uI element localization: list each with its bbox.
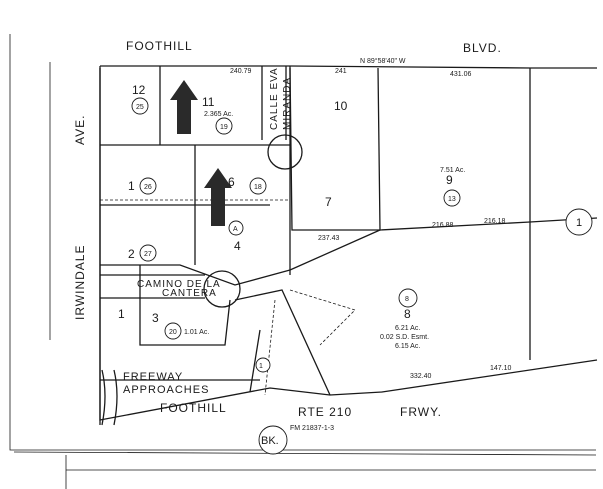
dimension: 240.79	[230, 68, 252, 75]
area-lot3: 1.01 Ac.	[184, 329, 209, 336]
lot-number: 12	[132, 83, 146, 97]
footnote: FM 21837-1-3	[290, 425, 334, 432]
parcel-number: 1	[259, 363, 263, 370]
parcel-number: 13	[448, 196, 456, 203]
parcel-circle	[443, 189, 461, 207]
dimension: 241	[335, 68, 347, 75]
lot-line-l	[234, 289, 331, 396]
parcel-circle	[228, 220, 244, 236]
parcel-circle	[164, 322, 182, 340]
rte-label: RTE 210	[298, 405, 352, 419]
parcel-circle	[398, 288, 418, 308]
parcel-number: 25	[136, 104, 144, 111]
foothill-blvd-line	[100, 65, 597, 69]
lot-number: 1	[118, 307, 125, 321]
bearing-top: N 89°58'40" W	[360, 57, 406, 65]
lot-number: 8	[404, 307, 411, 321]
freeway-approach-2	[113, 369, 118, 426]
freeway-label: FREEWAY	[123, 371, 183, 383]
parcel-circle	[139, 177, 157, 195]
dimension: 332.40	[410, 373, 432, 380]
lot-number: 3	[152, 311, 159, 325]
parcel-number: 18	[254, 184, 262, 191]
approaches-label: APPROACHES	[123, 384, 209, 396]
bottom-strip	[65, 455, 596, 489]
ave-label: AVE.	[73, 115, 87, 145]
parcel-number: 27	[144, 251, 152, 258]
dimension: 216.88	[432, 222, 454, 229]
lot-line-g	[289, 67, 381, 231]
page-border	[9, 34, 597, 456]
lot-number: 11	[202, 95, 215, 109]
sheet-reference: 1	[576, 217, 582, 229]
parcel-number: 26	[144, 184, 152, 191]
freeway-approach-1	[101, 369, 106, 426]
sheet-circle	[565, 208, 593, 236]
lot-line-j	[289, 229, 381, 271]
miranda-label: MIRANDA	[282, 77, 293, 130]
lot-number: 4	[234, 239, 241, 253]
easement-line-3	[264, 299, 276, 396]
parcel-circle	[255, 357, 271, 373]
parcel-number: 19	[220, 124, 228, 131]
area-lot8-a: 6.21 Ac.	[395, 325, 420, 332]
lot-line-k	[139, 265, 231, 346]
block-outline	[99, 66, 598, 421]
parcel-circle	[131, 97, 149, 115]
area-lot11: 2.365 Ac.	[204, 111, 233, 118]
area-lot8-c: 6.15 Ac.	[395, 343, 420, 350]
foothill-label-top: FOOTHILL	[126, 39, 193, 53]
calle-eva-miranda-road	[261, 66, 287, 140]
irwindale-label: IRWINDALE	[73, 245, 87, 320]
camino-label: CAMINO DE LA	[137, 279, 221, 290]
easement-line-2	[289, 289, 356, 346]
area-lot9: 7.51 Ac.	[440, 167, 465, 174]
dimension: 216.18	[484, 218, 506, 225]
parcel-circle	[215, 117, 233, 135]
area-lot8-b: 0.02 S.D. Esmt.	[380, 334, 429, 341]
lot-line-m	[249, 329, 261, 393]
lot-number: 7	[325, 195, 332, 209]
arrow-up-icon-lot11	[170, 80, 198, 134]
lot-number: 1	[128, 179, 135, 193]
parcel-number: 8	[405, 296, 409, 303]
parcel-number: 20	[169, 329, 177, 336]
camino-cul-de-sac	[203, 270, 241, 308]
lot-number: 10	[334, 99, 348, 113]
book-label: BK.	[261, 435, 279, 447]
dimension: 237.43	[318, 235, 340, 242]
dimension: 431.06	[450, 71, 472, 78]
foothill-label-bottom: FOOTHILL	[160, 401, 227, 415]
blvd-label: BLVD.	[463, 41, 502, 55]
lot-number: 9	[446, 173, 453, 187]
camino-road	[100, 274, 205, 299]
lot-number: 2	[128, 247, 135, 261]
lot-number: 6	[228, 175, 235, 189]
book-circle	[258, 425, 288, 455]
parcel-circle	[139, 244, 157, 262]
frwy-label: FRWY.	[400, 405, 442, 419]
cantera-label: CANTERA	[162, 288, 217, 299]
arrow-up-icon-lot6	[204, 168, 232, 226]
parcel-number: A	[233, 226, 238, 233]
parcel-circle	[249, 177, 267, 195]
calle-eva-label: CALLE EVA	[269, 67, 280, 130]
calle-cul-de-sac	[267, 134, 303, 170]
dimension: 147.10	[490, 365, 512, 372]
